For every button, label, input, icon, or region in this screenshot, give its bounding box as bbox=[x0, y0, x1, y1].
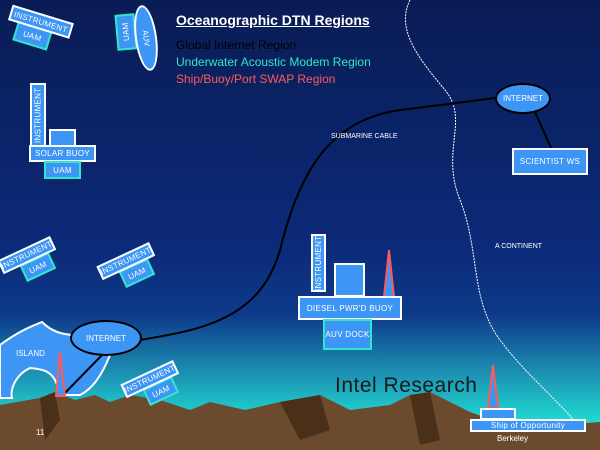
legend-global-internet: Global Internet Region bbox=[176, 38, 297, 52]
auv-dock-box: AUV DOCK bbox=[323, 319, 372, 350]
island-label: ISLAND bbox=[16, 349, 45, 358]
continent-coastline bbox=[405, 0, 591, 441]
intel-research-logo-text: Intel Research bbox=[335, 374, 478, 397]
scientist-ws-box: SCIENTIST WS bbox=[512, 148, 588, 175]
diesel-instrument-box: INSTRUMENT bbox=[311, 234, 326, 292]
solar-uam-box: UAM bbox=[44, 161, 81, 179]
ship-antenna bbox=[486, 364, 500, 409]
legend-underwater-acoustic: Underwater Acoustic Modem Region bbox=[176, 55, 371, 69]
internet-cloud-top: INTERNET bbox=[495, 83, 551, 114]
internet-cloud-island: INTERNET bbox=[70, 320, 142, 356]
solar-buoy-box: SOLAR BUOY bbox=[29, 145, 96, 162]
diesel-buoy-top bbox=[334, 263, 365, 297]
diesel-buoy-box: DIESEL PWR'D BUOY bbox=[298, 296, 402, 320]
slide-title: Oceanographic DTN Regions bbox=[176, 12, 370, 28]
submarine-cable-label: SUBMARINE CABLE bbox=[331, 133, 398, 140]
legend-swap-region: Ship/Buoy/Port SWAP Region bbox=[176, 72, 336, 86]
submarine-cable bbox=[139, 97, 496, 341]
auv-label: AUV bbox=[140, 29, 152, 47]
solar-instrument-box: INSTRUMENT bbox=[30, 83, 46, 147]
internet-to-scientist-link bbox=[534, 111, 553, 151]
continent-label: A CONTINENT bbox=[495, 243, 543, 250]
slide-number: 11 bbox=[36, 428, 45, 437]
island-internet-link bbox=[61, 351, 106, 397]
island-antenna bbox=[54, 351, 67, 397]
berkeley-label: Berkeley bbox=[497, 434, 529, 443]
buoy-antenna bbox=[382, 249, 396, 298]
ship-box: Ship of Opportunity bbox=[470, 419, 586, 432]
